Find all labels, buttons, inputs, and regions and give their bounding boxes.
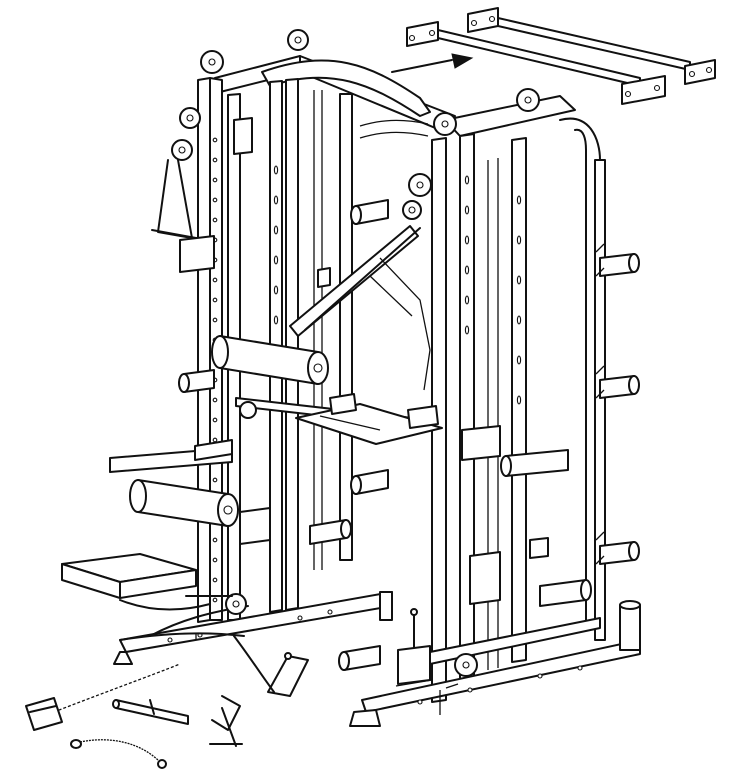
landmine-post: [396, 609, 432, 686]
assembly-arrow: [392, 54, 472, 72]
weight-plate-storage-horns: [179, 200, 639, 670]
stirrup-handles: [210, 696, 242, 746]
right-cable-carriage: [462, 426, 548, 604]
smith-machine-barbell: [236, 394, 442, 444]
left-upright-frame: [110, 78, 392, 664]
center-lat-arm: [290, 226, 430, 390]
leg-extension-roller-pads: [130, 336, 328, 544]
upright-holes: [465, 176, 520, 404]
rear-crossbar-brackets: [407, 8, 715, 104]
short-straight-bar: [113, 700, 188, 724]
left-cable-carriage: [152, 118, 252, 272]
chain-and-ankle-strap: [26, 664, 180, 730]
adjustable-seat: [62, 554, 232, 610]
pulley-wheels: [172, 30, 539, 676]
right-upright-frame: [350, 119, 640, 726]
v-handle: [268, 653, 308, 696]
tricep-rope: [71, 740, 166, 768]
